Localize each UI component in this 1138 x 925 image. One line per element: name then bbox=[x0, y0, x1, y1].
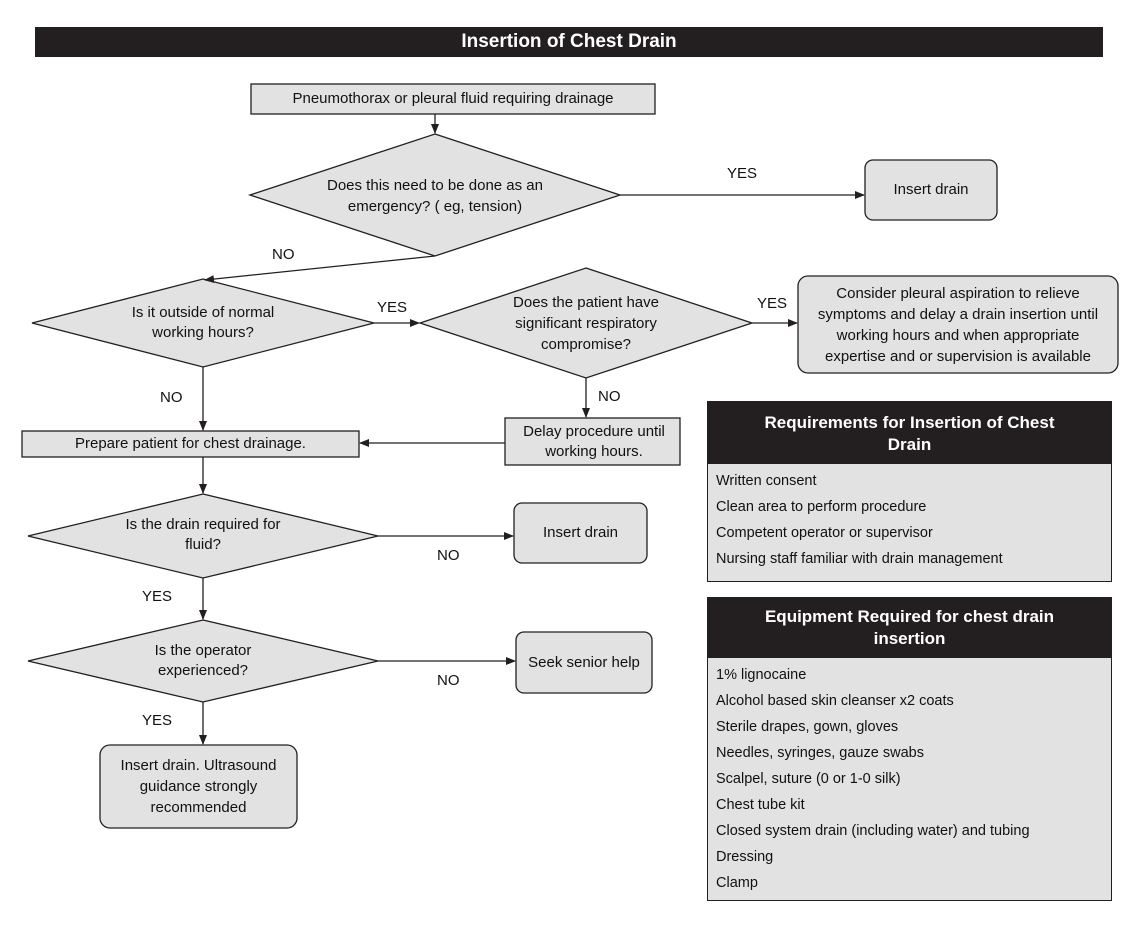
emergency-question: Does this need to be done as an emergenc… bbox=[327, 177, 543, 215]
emergency-no-label: NO bbox=[272, 246, 295, 263]
list-item: Written consent bbox=[716, 473, 817, 489]
requirements-heading: Requirements for Insertion of Chest Drai… bbox=[708, 402, 1111, 464]
start-box bbox=[250, 83, 656, 115]
emergency-yes-label: YES bbox=[727, 165, 758, 182]
equipment-panel: Equipment Required for chest drain inser… bbox=[707, 597, 1112, 901]
list-item: Clean area to perform procedure bbox=[716, 499, 927, 515]
insert-drain-fluid-label: Insert drain bbox=[542, 524, 619, 541]
prepare-patient-label: Prepare patient for chest drainage. bbox=[75, 435, 306, 452]
experienced-yes-label: YES bbox=[142, 712, 173, 729]
fluid-no-label: NO bbox=[437, 547, 460, 564]
list-item: Sterile drapes, gown, gloves bbox=[716, 719, 899, 735]
consider-aspiration-box bbox=[797, 275, 1119, 374]
experienced-no-label: NO bbox=[437, 672, 460, 689]
out-of-hours-yes-label: YES bbox=[377, 299, 408, 316]
delay-procedure-label: Delay procedure until working hours. bbox=[523, 422, 665, 460]
list-item: Closed system drain (including water) an… bbox=[716, 823, 1030, 839]
list-item: 1% lignocaine bbox=[716, 667, 807, 683]
diagram-title: Insertion of Chest Drain bbox=[35, 27, 1103, 57]
fluid-question: Is the drain required for fluid? bbox=[125, 516, 281, 553]
equipment-heading: Equipment Required for chest drain inser… bbox=[708, 598, 1111, 658]
list-item: Alcohol based skin cleanser x2 coats bbox=[716, 693, 954, 709]
list-item: Nursing staff familiar with drain manage… bbox=[716, 551, 1003, 567]
insert-drain-emergency-box bbox=[864, 159, 998, 221]
experienced-question: Is the operator experienced? bbox=[154, 642, 252, 679]
list-item: Scalpel, suture (0 or 1-0 silk) bbox=[716, 771, 901, 787]
edge-emergency-no bbox=[204, 255, 436, 284]
insert-drain-final-label: Insert drain. Ultrasound guidance strong… bbox=[120, 757, 277, 816]
equipment-list: 1% lignocaine Alcohol based skin cleanse… bbox=[708, 658, 1111, 898]
list-item: Clamp bbox=[716, 875, 758, 891]
resp-yes-label: YES bbox=[757, 295, 788, 312]
consider-aspiration-label: Consider pleural aspiration to relieve s… bbox=[817, 284, 1099, 365]
resp-no-label: NO bbox=[598, 388, 621, 405]
insert-drain-final-box bbox=[99, 744, 298, 829]
resp-compromise-question: Does the patient have significant respir… bbox=[513, 293, 659, 353]
list-item: Dressing bbox=[716, 849, 774, 865]
insert-drain-fluid-box bbox=[513, 502, 648, 564]
requirements-list: Written consent Clean area to perform pr… bbox=[708, 464, 1111, 574]
insert-drain-emergency-label: Insert drain bbox=[893, 181, 969, 198]
requirements-panel: Requirements for Insertion of Chest Drai… bbox=[707, 401, 1112, 582]
seek-help-box bbox=[515, 631, 653, 694]
delay-procedure-box bbox=[504, 417, 681, 466]
out-of-hours-no-label: NO bbox=[160, 389, 183, 406]
list-item: Chest tube kit bbox=[716, 797, 805, 813]
prepare-patient-box bbox=[21, 430, 360, 458]
fluid-yes-label: YES bbox=[142, 588, 173, 605]
list-item: Competent operator or supervisor bbox=[716, 525, 933, 541]
list-item: Needles, syringes, gauze swabs bbox=[716, 745, 924, 761]
start-label: Pneumothorax or pleural fluid requiring … bbox=[292, 90, 614, 107]
seek-help-label: Seek senior help bbox=[528, 653, 640, 671]
out-of-hours-question: Is it outside of normal working hours? bbox=[131, 304, 275, 341]
